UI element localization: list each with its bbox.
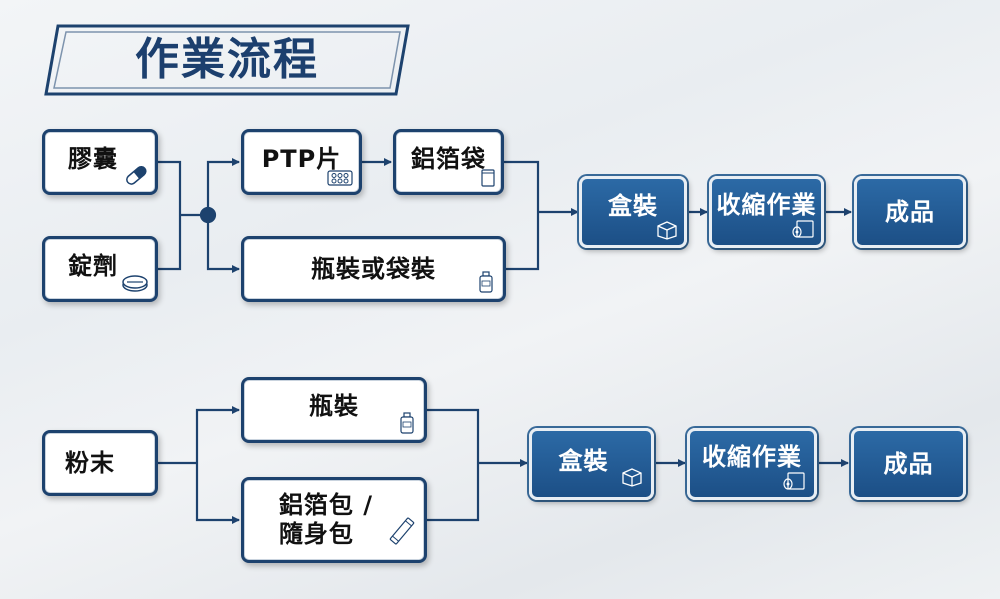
boxing-box-bottom: 盒裝 bbox=[529, 428, 654, 500]
capsule-label: 膠囊 bbox=[68, 144, 118, 173]
foil-bag-label: 鋁箔袋 bbox=[411, 144, 486, 173]
finished-box-bottom: 成品 bbox=[851, 428, 966, 500]
boxing-label-top: 盒裝 bbox=[608, 191, 658, 220]
shrink-roll-icon bbox=[792, 220, 814, 238]
boxing-box-top: 盒裝 bbox=[579, 176, 687, 248]
tablet-label: 錠劑 bbox=[68, 251, 118, 280]
shrink-wrap-box-top: 收縮作業 bbox=[709, 176, 824, 248]
box-icon bbox=[622, 468, 642, 487]
bottle-box: 瓶裝 bbox=[241, 377, 427, 443]
ptp-box: PTP片 bbox=[241, 129, 362, 195]
ptp-label: PTP片 bbox=[261, 144, 342, 173]
shrink-wrap-label-bottom: 收縮作業 bbox=[702, 442, 802, 471]
foil-bag-box: 鋁箔袋 bbox=[393, 129, 504, 195]
powder-box: 粉末 bbox=[42, 430, 158, 496]
shrink-roll-icon bbox=[783, 472, 805, 490]
foil-pack-label-line1: 鋁箔包 / bbox=[278, 491, 374, 520]
tablet-icon bbox=[122, 275, 148, 292]
page-title: 作業流程 bbox=[135, 34, 319, 85]
bottle-or-bag-box: 瓶裝或袋裝 bbox=[241, 236, 506, 302]
shrink-wrap-label-top: 收縮作業 bbox=[716, 190, 817, 219]
powder-label: 粉末 bbox=[65, 448, 115, 477]
foil-pack-label-line2: 隨身包 bbox=[278, 520, 354, 548]
bottle-or-bag-label: 瓶裝或袋裝 bbox=[311, 254, 436, 283]
capsule-box: 膠囊 bbox=[42, 129, 158, 195]
title-frame: 作業流程 bbox=[44, 24, 410, 96]
box-icon bbox=[657, 221, 677, 240]
finished-box-top: 成品 bbox=[854, 176, 966, 248]
capsule-icon bbox=[126, 165, 147, 185]
shrink-wrap-box-bottom: 收縮作業 bbox=[687, 428, 817, 500]
bottle-icon bbox=[479, 271, 493, 293]
finished-label-bottom: 成品 bbox=[883, 449, 934, 478]
boxing-label-bottom: 盒裝 bbox=[558, 446, 609, 475]
blister-icon bbox=[327, 170, 353, 186]
bottle-icon bbox=[400, 412, 414, 434]
foil-pack-label: 鋁箔包 / 隨身包 bbox=[279, 491, 373, 549]
stick-pack-icon bbox=[389, 517, 415, 545]
tablet-box: 錠劑 bbox=[42, 236, 158, 302]
bag-icon bbox=[481, 169, 495, 187]
title-border bbox=[44, 24, 410, 96]
finished-label-top: 成品 bbox=[885, 197, 935, 226]
bottle-label: 瓶裝 bbox=[309, 391, 359, 420]
foil-pack-box: 鋁箔包 / 隨身包 bbox=[241, 477, 427, 563]
